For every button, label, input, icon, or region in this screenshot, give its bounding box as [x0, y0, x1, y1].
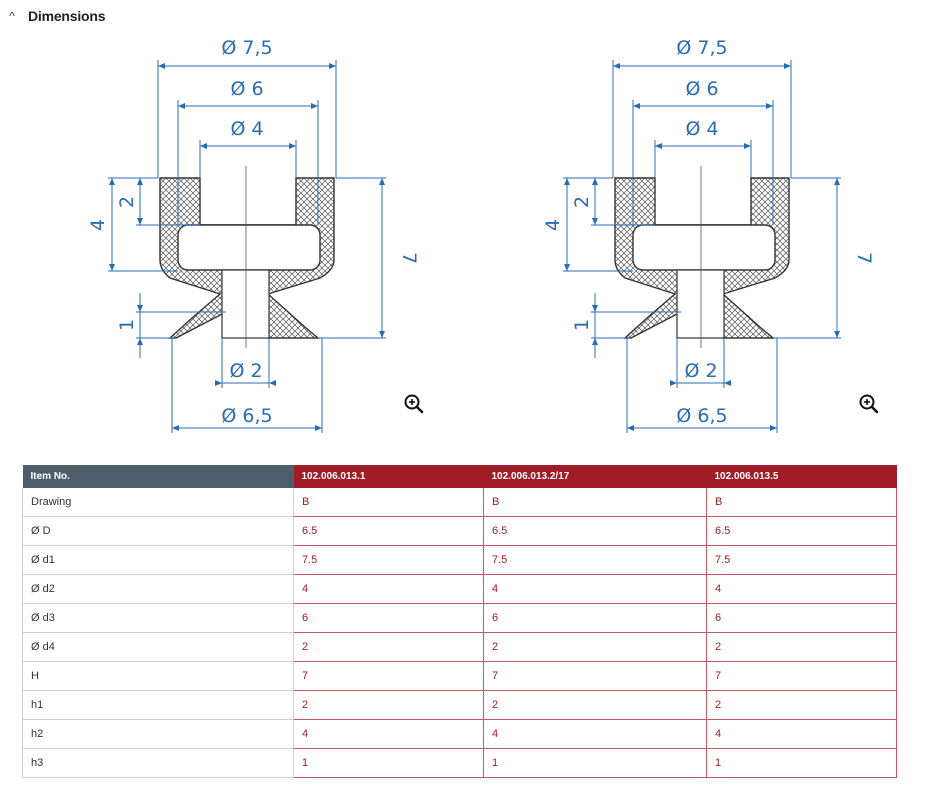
column-header-product: 102.006.013.2/17	[483, 465, 707, 488]
table-cell: 1	[293, 748, 484, 778]
dim-H-label: 7	[853, 252, 875, 264]
table-cell: 7.5	[482, 545, 708, 575]
table-cell: 6.5	[482, 516, 708, 546]
dim-d4-label: Ø 2	[229, 360, 262, 382]
dim-h3-label: 1	[571, 319, 593, 331]
inner-cavity	[632, 224, 776, 271]
section-title: Dimensions	[28, 8, 106, 24]
dim-D-label: Ø 6,5	[221, 405, 272, 427]
row-label: Drawing	[22, 488, 294, 517]
dim-d3-label: Ø 6	[685, 78, 718, 100]
table-cell: 2	[706, 690, 897, 720]
dim-h1-label: 2	[116, 196, 138, 208]
dim-h2-label: 4	[542, 219, 564, 231]
dimensions-table: Item No. 102.006.013.1 102.006.013.2/17 …	[22, 465, 897, 778]
table-cell: 7	[482, 661, 708, 691]
table-cell: 7.5	[293, 545, 484, 575]
row-label: Ø d4	[22, 632, 294, 662]
dim-h2-label: 4	[87, 219, 109, 231]
column-header-product: 102.006.013.1	[293, 465, 484, 488]
table-cell: 4	[293, 574, 484, 604]
table-cell: 1	[482, 748, 708, 778]
row-label: H	[22, 661, 294, 691]
table-cell: B	[482, 488, 708, 517]
dim-d2-label: Ø 4	[230, 118, 263, 140]
stem-bore	[221, 269, 270, 339]
table-cell: 2	[706, 632, 897, 662]
zoom-in-button-left[interactable]	[403, 393, 425, 415]
table-cell: 6	[293, 603, 484, 633]
dim-d4-label: Ø 2	[684, 360, 717, 382]
table-cell: B	[706, 488, 897, 517]
table-cell: 2	[482, 690, 708, 720]
dim-D-label: Ø 6,5	[676, 405, 727, 427]
row-label: Ø d3	[22, 603, 294, 633]
chevron-up-icon: ^	[9, 9, 15, 23]
table-cell: 2	[482, 632, 708, 662]
inner-cavity	[177, 224, 321, 271]
row-label: h1	[22, 690, 294, 720]
table-cell: 2	[293, 632, 484, 662]
dim-H-label: 7	[398, 252, 420, 264]
table-cell: 6.5	[293, 516, 484, 546]
dim-d1-label: Ø 7,5	[221, 37, 272, 59]
table-cell: B	[293, 488, 484, 517]
table-cell: 1	[706, 748, 897, 778]
column-header-item-no: Item No.	[22, 465, 294, 488]
dim-d3-label: Ø 6	[230, 78, 263, 100]
table-cell: 4	[706, 719, 897, 749]
table-cell: 7	[293, 661, 484, 691]
table-cell: 6	[706, 603, 897, 633]
column-header-product: 102.006.013.5	[706, 465, 897, 488]
stem-bore	[676, 269, 725, 339]
table-cell: 4	[706, 574, 897, 604]
table-cell: 7	[706, 661, 897, 691]
row-label: h2	[22, 719, 294, 749]
zoom-in-icon	[859, 394, 879, 414]
dim-h1-label: 2	[571, 196, 593, 208]
table-cell: 4	[482, 574, 708, 604]
table-cell: 7.5	[706, 545, 897, 575]
dim-h3-label: 1	[116, 319, 138, 331]
table-cell: 4	[293, 719, 484, 749]
dimension-drawing-left: Ø 7,5 Ø 6 Ø 4 Ø 2 Ø 6,5 4 2 1 7	[87, 28, 420, 448]
row-label: Ø d1	[22, 545, 294, 575]
zoom-in-icon	[404, 394, 424, 414]
row-label: Ø d2	[22, 574, 294, 604]
row-label: Ø D	[22, 516, 294, 546]
table-cell: 6	[482, 603, 708, 633]
row-label: h3	[22, 748, 294, 778]
table-header-row: Item No. 102.006.013.1 102.006.013.2/17 …	[22, 465, 897, 488]
dimensions-section-toggle[interactable]: ^ Dimensions	[6, 4, 105, 28]
dim-d2-label: Ø 4	[685, 118, 718, 140]
table-cell: 4	[482, 719, 708, 749]
zoom-in-button-right[interactable]	[858, 393, 880, 415]
dimension-drawing-right: Ø 7,5 Ø 6 Ø 4 Ø 2 Ø 6,5 4 2 1 7	[542, 28, 875, 448]
table-cell: 2	[293, 690, 484, 720]
dim-d1-label: Ø 7,5	[676, 37, 727, 59]
table-cell: 6.5	[706, 516, 897, 546]
